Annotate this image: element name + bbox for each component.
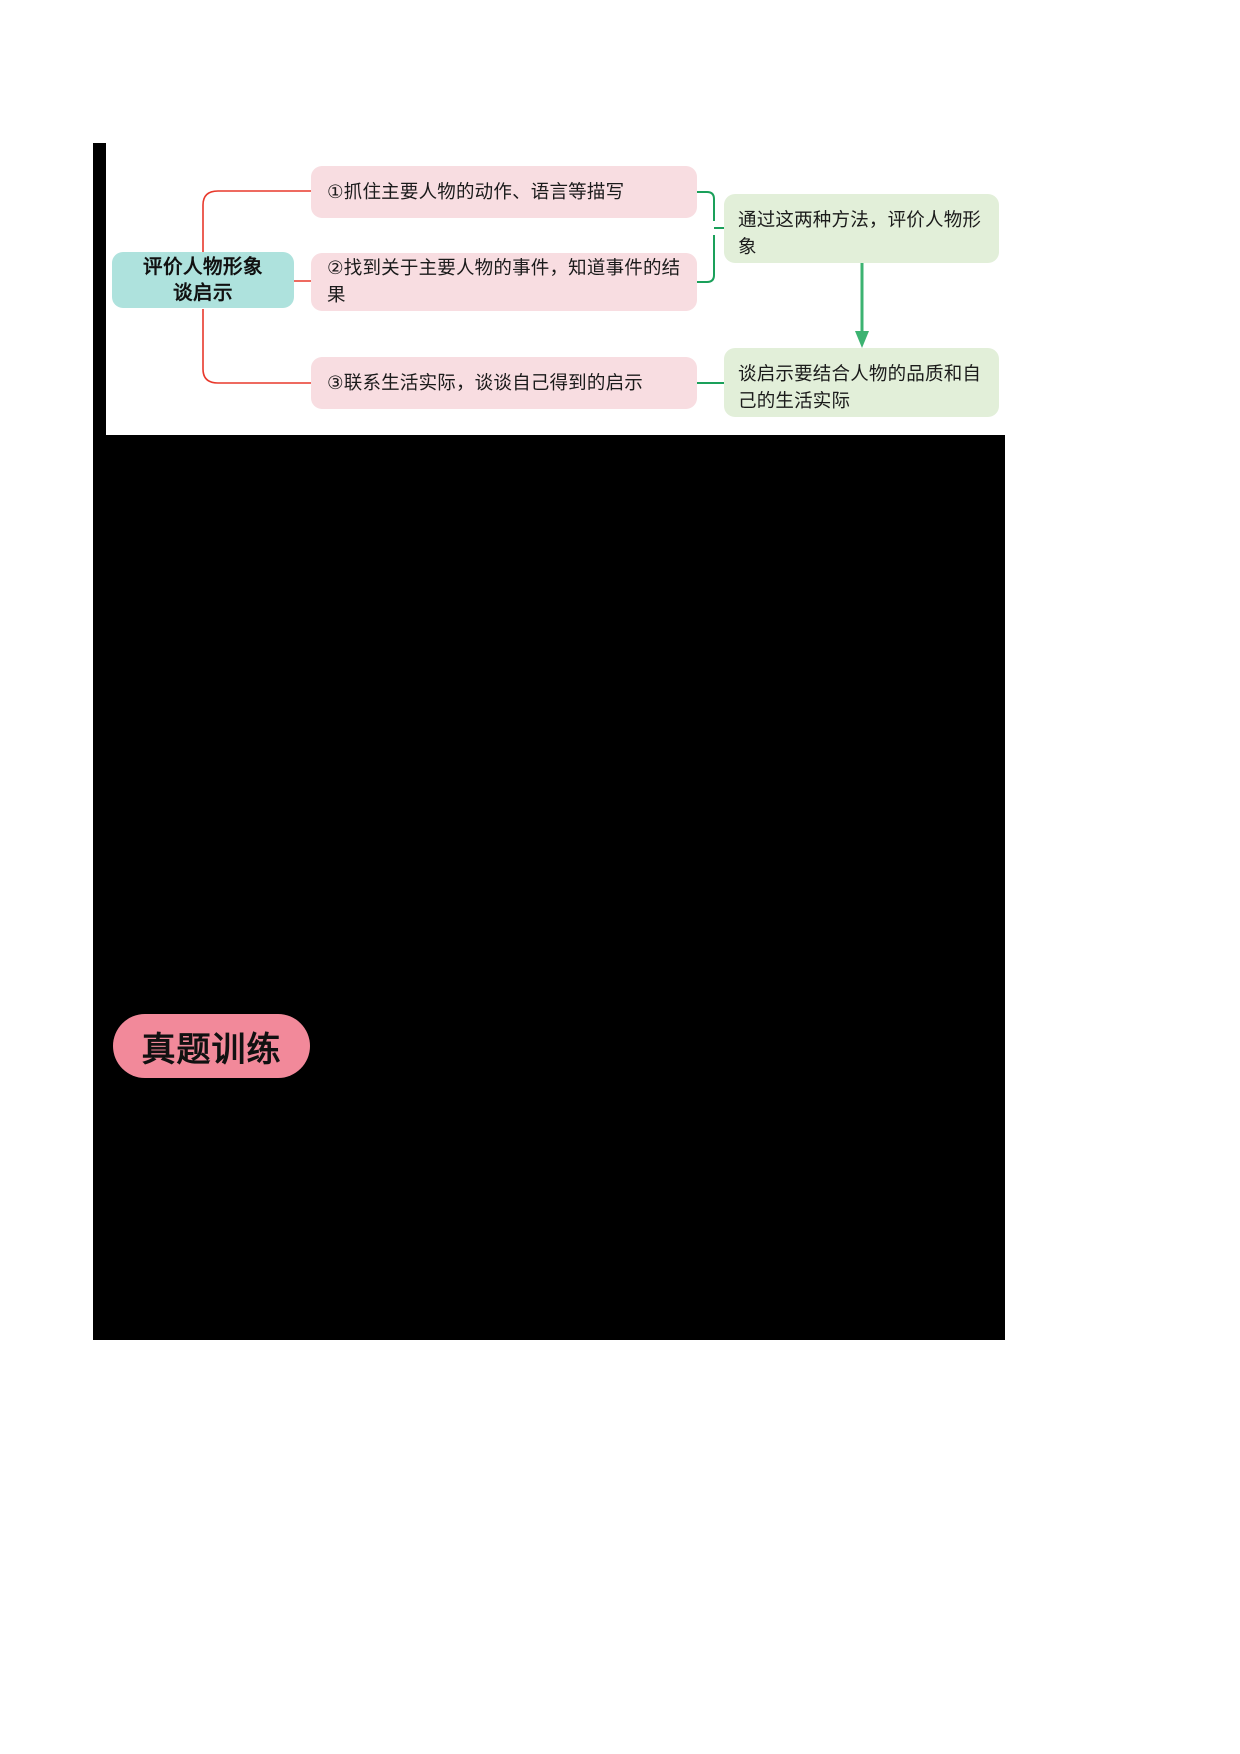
connector-root-branch3 [202, 309, 311, 384]
mindmap-connectors [202, 190, 869, 384]
mindmap-branch-node-1[interactable]: ①抓住主要人物的动作、语言等描写 [311, 166, 697, 218]
section-badge-real-exam-practice[interactable]: 真题训练 [113, 1014, 310, 1078]
mindmap-canvas: 评价人物形象 谈启示 ①抓住主要人物的动作、语言等描写 ②找到关于主要人物的事件… [106, 143, 1005, 435]
mindmap-branch-node-2[interactable]: ②找到关于主要人物的事件，知道事件的结果 [311, 253, 697, 311]
connector-branch2-result1 [697, 235, 715, 283]
mindmap-result-node-1[interactable]: 通过这两种方法，评价人物形象 [724, 194, 999, 263]
mindmap-root-node[interactable]: 评价人物形象 谈启示 [112, 252, 294, 308]
connector-branch1-result1 [697, 191, 715, 221]
arrow-result1-result2 [855, 263, 869, 348]
mindmap-branch-node-3[interactable]: ③联系生活实际，谈谈自己得到的启示 [311, 357, 697, 409]
mindmap-result-node-2[interactable]: 谈启示要结合人物的品质和自己的生活实际 [724, 348, 999, 417]
connector-root-branch1 [202, 190, 311, 252]
